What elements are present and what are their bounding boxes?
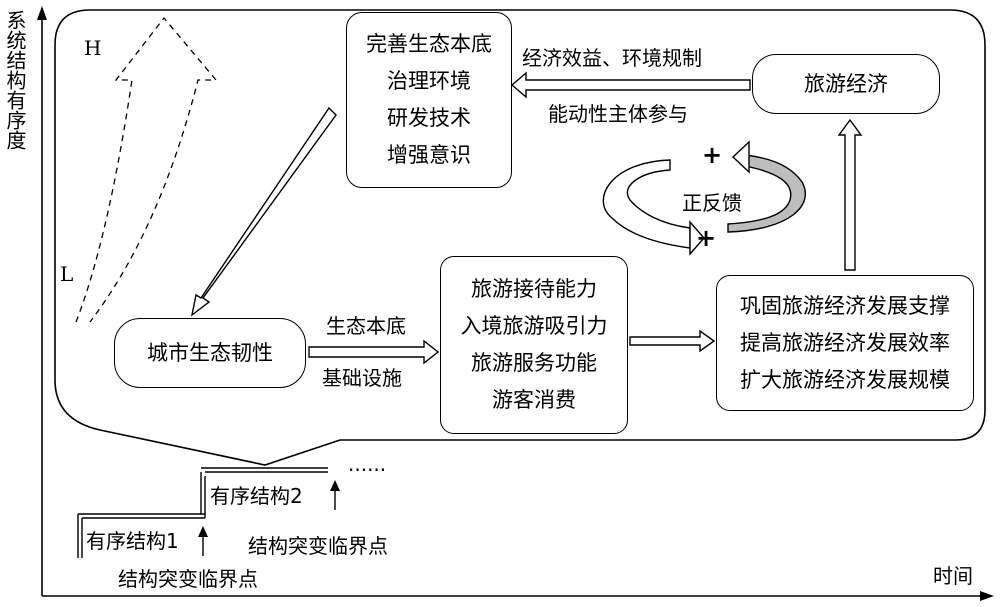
mutation-point-2-label: 结构突变临界点	[248, 534, 388, 558]
tourism-capacity-line-3: 旅游服务功能	[471, 351, 597, 375]
positive-feedback-label: 正反馈	[682, 191, 742, 215]
arrow-to-urban-resilience	[190, 106, 337, 317]
ordered-structure-2-label: 有序结构2	[210, 484, 303, 508]
eco-base-box: 完善生态本底 治理环境 研发技术 增强意识	[346, 12, 512, 188]
arrow-to-tourism-economy	[837, 118, 863, 271]
ordered-structure-steps	[77, 467, 340, 558]
economic-benefit-label: 经济效益、环境规制	[522, 46, 702, 70]
arrow-to-tourism-capacity	[308, 339, 440, 365]
tourism-capacity-line-4: 游客消费	[492, 388, 576, 412]
y-axis-label: 系统结构有序度	[3, 10, 27, 150]
support-box: 巩固旅游经济发展支撑 提高旅游经济发展效率 扩大旅游经济发展规模	[716, 275, 974, 411]
high-level-label: H	[84, 36, 102, 60]
support-line-2: 提高旅游经济发展效率	[740, 330, 950, 355]
system-boundary	[54, 9, 986, 466]
tourism-economy-label: 旅游经济	[804, 71, 888, 96]
tourism-economy-box: 旅游经济	[752, 54, 940, 114]
urban-resilience-box: 城市生态韧性	[114, 318, 306, 388]
low-level-label: L	[60, 262, 74, 286]
dashed-growth-arrow	[75, 16, 218, 323]
eco-base-line-2: 治理环境	[387, 69, 471, 93]
eco-base-line-1: 完善生态本底	[366, 32, 492, 56]
mutation-point-1-label: 结构突变临界点	[118, 567, 258, 591]
tourism-capacity-line-2: 入境旅游吸引力	[460, 314, 608, 338]
eco-base-line-4: 增强意识	[387, 143, 471, 167]
infrastructure-arrow-label: 基础设施	[322, 366, 402, 390]
tourism-capacity-line-1: 旅游接待能力	[471, 277, 597, 301]
x-axis-arrowhead	[980, 591, 994, 601]
ordered-structure-1-label: 有序结构1	[86, 529, 179, 553]
eco-base-arrow-label: 生态本底	[326, 314, 406, 338]
eco-base-line-3: 研发技术	[387, 106, 471, 130]
x-axis-label: 时间	[933, 564, 973, 588]
plus-sign-top: +	[702, 141, 723, 169]
agent-participation-label: 能动性主体参与	[548, 102, 688, 126]
arrow-to-eco-base	[510, 71, 751, 99]
support-line-1: 巩固旅游经济发展支撑	[740, 293, 950, 318]
support-line-3: 扩大旅游经济发展规模	[740, 367, 950, 392]
positive-feedback-cycle	[602, 140, 807, 256]
ellipsis-label: ......	[348, 452, 387, 476]
urban-resilience-label: 城市生态韧性	[147, 340, 273, 365]
plus-sign-bottom: +	[696, 224, 717, 252]
y-axis-arrowhead	[37, 6, 47, 20]
arrow-to-support	[629, 329, 716, 353]
tourism-capacity-box: 旅游接待能力 入境旅游吸引力 旅游服务功能 游客消费	[440, 256, 628, 434]
